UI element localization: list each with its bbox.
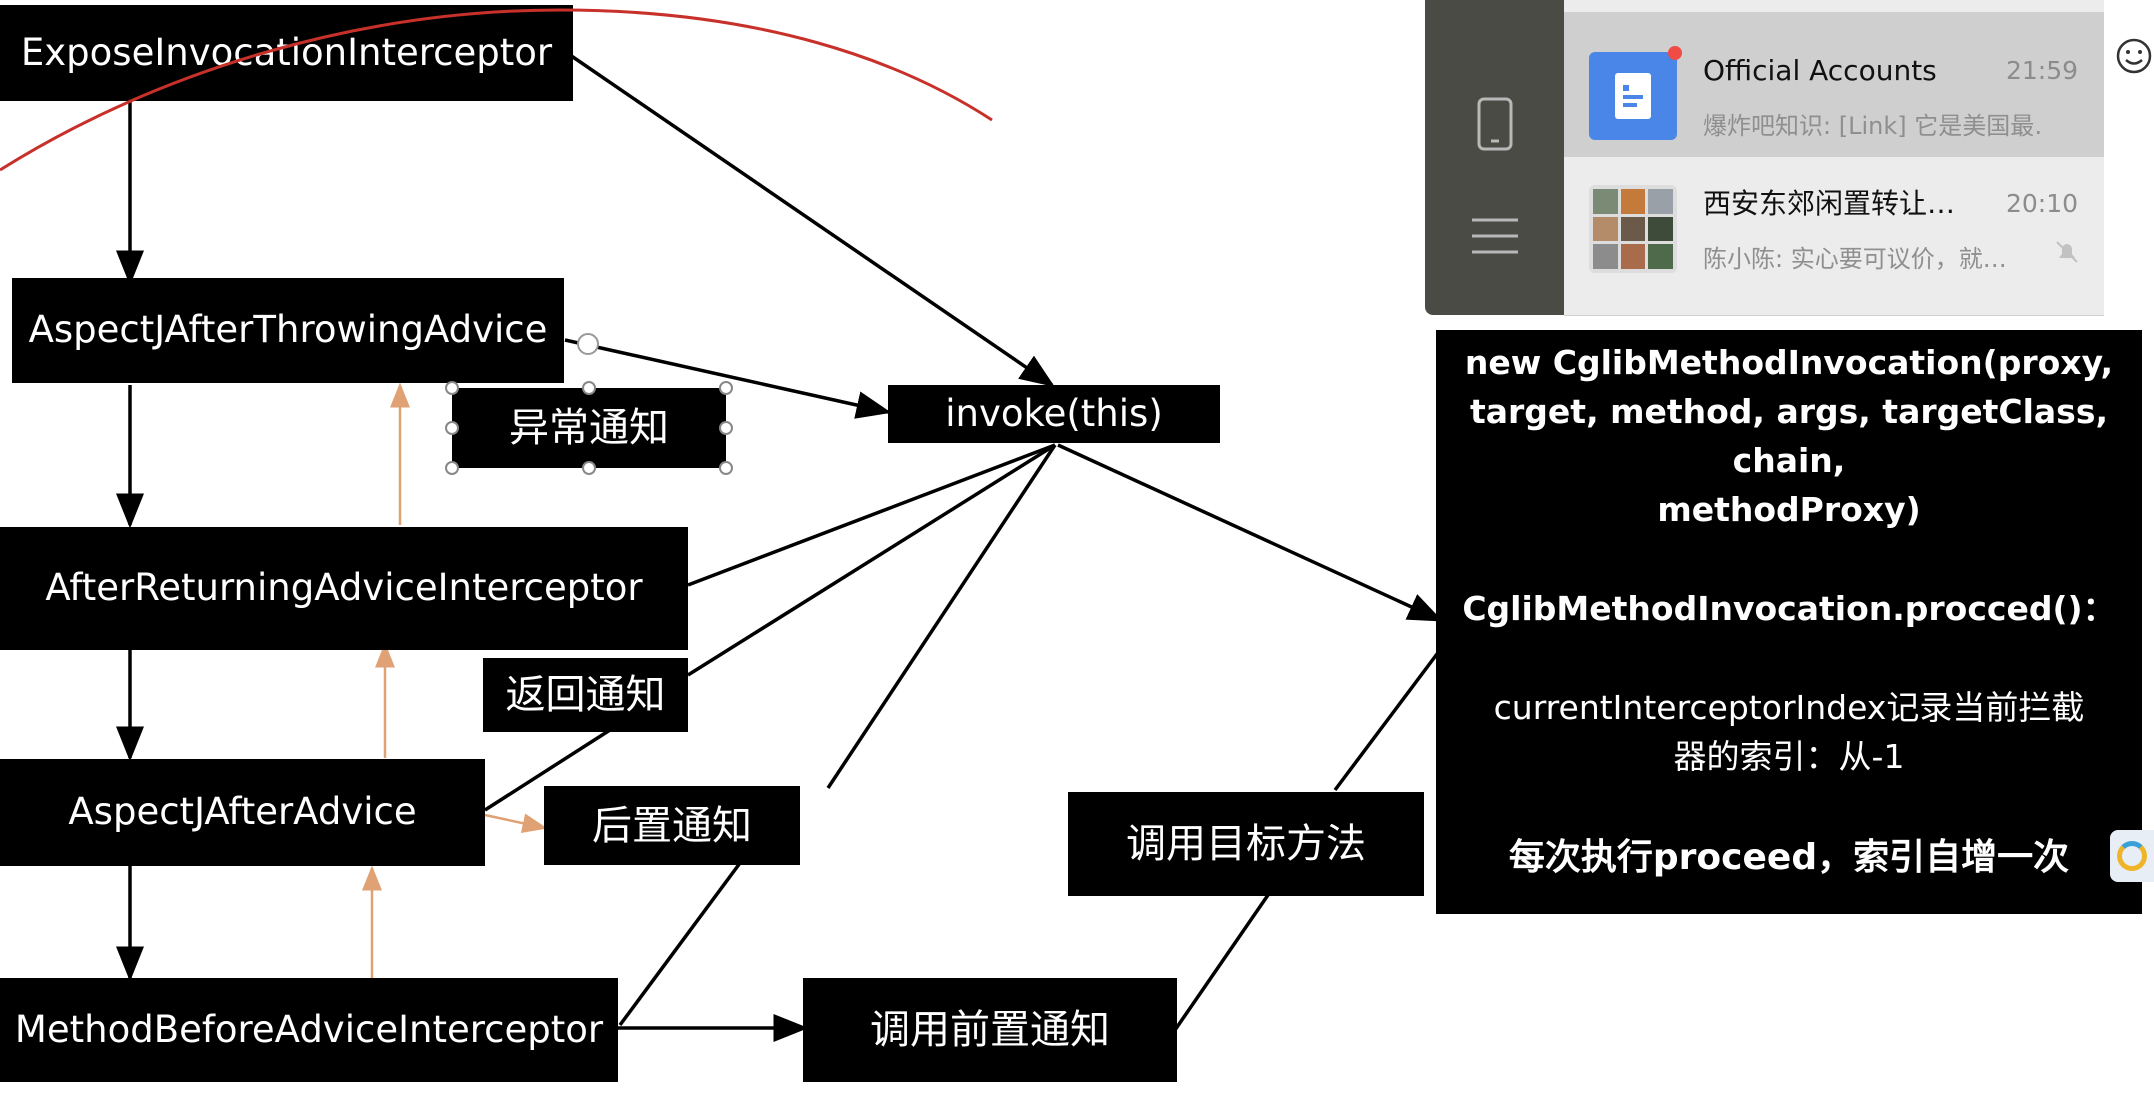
selection-handle[interactable] bbox=[445, 461, 459, 475]
info-line: target, method, args, targetClass, chain… bbox=[1469, 392, 2109, 480]
label-call-target-method: 调用目标方法 bbox=[1068, 792, 1424, 896]
rotate-handle[interactable] bbox=[577, 333, 599, 355]
node-aspectj-after-throwing-advice: AspectJAfterThrowingAdvice bbox=[12, 278, 564, 383]
red-annotation-stroke bbox=[0, 8, 993, 172]
label-after-advice: 后置通知 bbox=[544, 786, 800, 865]
info-line: new CglibMethodInvocation(proxy, bbox=[1464, 343, 2114, 382]
arrow-expose-to-invoke bbox=[569, 53, 1055, 387]
info-line: currentInterceptorIndex记录当前拦截 bbox=[1493, 688, 2085, 727]
selection-handle[interactable] bbox=[582, 461, 596, 475]
chat-item-group[interactable]: 西安东郊闲置转让… 20:10 陈小陈: 实心要可议价，就… bbox=[1564, 157, 2104, 302]
label-return-advice: 返回通知 bbox=[483, 658, 688, 732]
line-after-note-to-invoke bbox=[826, 444, 1057, 789]
chat-list: Official Accounts 21:59 爆炸吧知识: [Link] 它是… bbox=[1564, 0, 2104, 316]
arrow-throwing-to-invoke bbox=[564, 338, 892, 419]
info-line: 每次执行proceed，索引自增一次 bbox=[1508, 837, 2070, 878]
floating-widget-icon[interactable] bbox=[2110, 830, 2154, 882]
chat-title: Official Accounts bbox=[1703, 54, 1937, 87]
line-call-before-to-call-target bbox=[1173, 894, 1270, 1031]
node-after-returning-advice-interceptor: AfterReturningAdviceInterceptor bbox=[0, 527, 688, 650]
info-line: CglibMethodInvocation.procced()： bbox=[1462, 589, 2116, 628]
line-return-note-to-invoke bbox=[687, 443, 1056, 677]
line-before-to-after-note bbox=[618, 861, 742, 1027]
diagram-connectors bbox=[116, 53, 1444, 1042]
emoji-icon[interactable] bbox=[2114, 36, 2154, 76]
info-line: methodProxy) bbox=[1657, 490, 1921, 529]
line-after-to-return-note bbox=[484, 728, 611, 812]
selection-handle[interactable] bbox=[582, 381, 596, 395]
node-expose-invocation-interceptor: ExposeInvocationInterceptor bbox=[0, 5, 573, 101]
return-arrow-to-after-note bbox=[484, 813, 548, 834]
selection-handle[interactable] bbox=[445, 381, 459, 395]
mute-icon bbox=[2056, 241, 2078, 263]
chat-popup: Official Accounts 21:59 爆炸吧知识: [Link] 它是… bbox=[1425, 0, 2154, 318]
menu-icon[interactable] bbox=[1470, 216, 1520, 256]
selection-handle[interactable] bbox=[719, 461, 733, 475]
group-avatar bbox=[1589, 185, 1677, 273]
chat-item-official-accounts[interactable]: Official Accounts 21:59 爆炸吧知识: [Link] 它是… bbox=[1564, 12, 2104, 157]
label-exception-advice[interactable]: 异常通知 bbox=[452, 388, 726, 468]
chat-title: 西安东郊闲置转让… bbox=[1703, 187, 1956, 220]
chat-preview: 陈小陈: 实心要可议价，就… bbox=[1703, 245, 2007, 273]
chat-right-strip bbox=[2104, 0, 2154, 318]
line-call-target-to-infobox bbox=[1333, 648, 1442, 792]
selection-handle[interactable] bbox=[719, 421, 733, 435]
info-box: new CglibMethodInvocation(proxy, target,… bbox=[1436, 330, 2142, 914]
node-aspectj-after-advice: AspectJAfterAdvice bbox=[0, 759, 485, 866]
chat-sidebar bbox=[1425, 0, 1564, 315]
phone-icon[interactable] bbox=[1475, 96, 1515, 152]
chat-time: 20:10 bbox=[2005, 189, 2078, 218]
line-returning-to-invoke bbox=[687, 443, 1056, 587]
arrow-invoke-to-infobox bbox=[1057, 443, 1444, 622]
chat-preview: 爆炸吧知识: [Link] 它是美国最… bbox=[1703, 112, 2043, 140]
unread-dot bbox=[1668, 46, 1682, 60]
node-method-before-advice-interceptor: MethodBeforeAdviceInterceptor bbox=[0, 978, 618, 1082]
node-invoke-this: invoke(this) bbox=[888, 385, 1220, 443]
selection-handle[interactable] bbox=[719, 381, 733, 395]
info-line: 器的索引：从-1 bbox=[1673, 737, 1905, 776]
label-call-before-advice: 调用前置通知 bbox=[803, 978, 1177, 1082]
official-accounts-icon bbox=[1589, 52, 1677, 140]
selection-handle[interactable] bbox=[445, 421, 459, 435]
chat-time: 21:59 bbox=[2005, 56, 2078, 85]
